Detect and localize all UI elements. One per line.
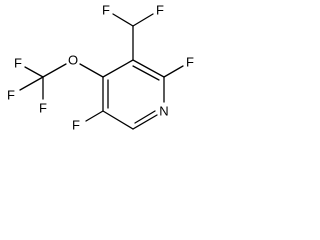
- bond-c3-c4: [102, 59, 134, 78]
- atom-f-chf2-left: F: [102, 3, 110, 18]
- bond-chf2-f-left: [112, 13, 134, 27]
- molecule-drawing: F F F O F F F F N: [7, 3, 194, 133]
- bond-c6-n-inner: [134, 110, 156, 124]
- bond-cf3-f-left: [19, 76, 44, 91]
- atom-f-chf2-right: F: [156, 3, 164, 18]
- bond-c2-f: [163, 65, 184, 78]
- bond-chf2-f-right: [132, 13, 154, 27]
- atom-o-ether: O: [68, 53, 78, 68]
- atom-f-ring-2: F: [186, 55, 194, 70]
- atom-f-cf3-left: F: [7, 88, 15, 103]
- bond-c6-n: [132, 114, 158, 130]
- bond-c5-f: [85, 110, 104, 122]
- atom-f-cf3-top: F: [14, 56, 22, 71]
- atom-f-ring-5: F: [72, 118, 80, 133]
- bond-c4-o: [79, 63, 104, 78]
- structure-canvas: F F F O F F F F N: [0, 0, 222, 158]
- bond-c2-c3: [132, 59, 165, 78]
- atom-f-cf3-bottom: F: [39, 101, 47, 116]
- bond-cf3-f-top: [24, 66, 44, 78]
- bond-c2-c3-inner: [132, 65, 160, 81]
- bond-c5-c6: [102, 110, 134, 130]
- bond-o-cf3: [42, 63, 67, 78]
- atom-n-ring: N: [159, 104, 168, 119]
